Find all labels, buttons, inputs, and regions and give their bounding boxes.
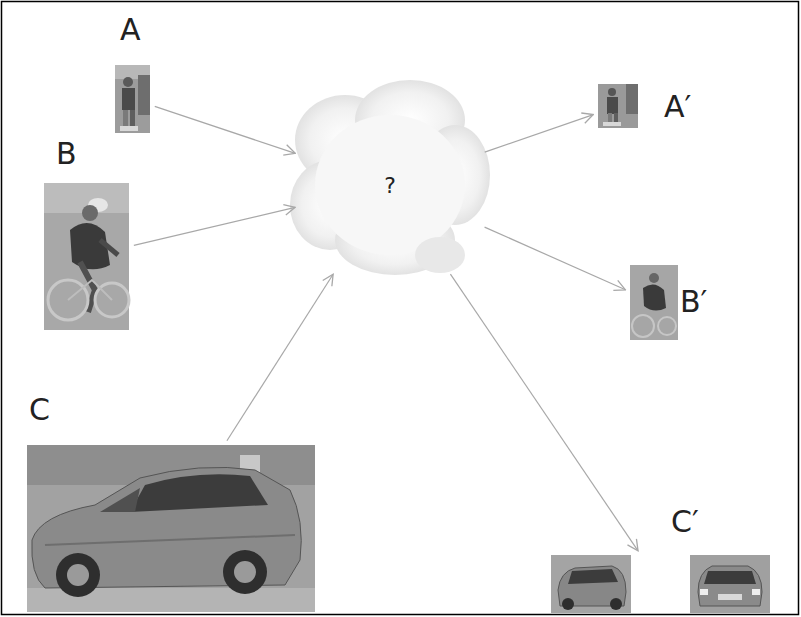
photo-pedestrian-output [598, 84, 638, 128]
image-label: C′ [671, 505, 699, 540]
image-label: A [120, 13, 141, 48]
photo-pedestrian [115, 65, 150, 133]
output-image: A′ [598, 84, 638, 128]
photo-cyclist-output [630, 265, 678, 340]
input-image: C [27, 445, 315, 612]
output-image: B′ [630, 265, 678, 340]
image-label: A′ [664, 90, 691, 125]
flow-arrow [227, 274, 333, 441]
flow-arrow [485, 227, 626, 290]
photo-car [27, 445, 315, 612]
output-image: C′ [551, 555, 770, 613]
image-label: B [56, 137, 77, 172]
cloud-label: ? [384, 173, 396, 198]
flow-arrow [450, 274, 638, 551]
photo-cyclist [44, 183, 129, 330]
input-image: A [115, 65, 150, 133]
flow-arrow [485, 115, 594, 153]
image-label: C [29, 393, 50, 428]
cloud-shape [290, 80, 490, 275]
image-label: B′ [680, 285, 707, 320]
flow-arrow [134, 207, 295, 245]
flow-arrow [155, 106, 296, 153]
photo-car-output [551, 555, 770, 613]
unknown-process-cloud: ? [300, 100, 480, 270]
input-image: B [44, 183, 129, 330]
